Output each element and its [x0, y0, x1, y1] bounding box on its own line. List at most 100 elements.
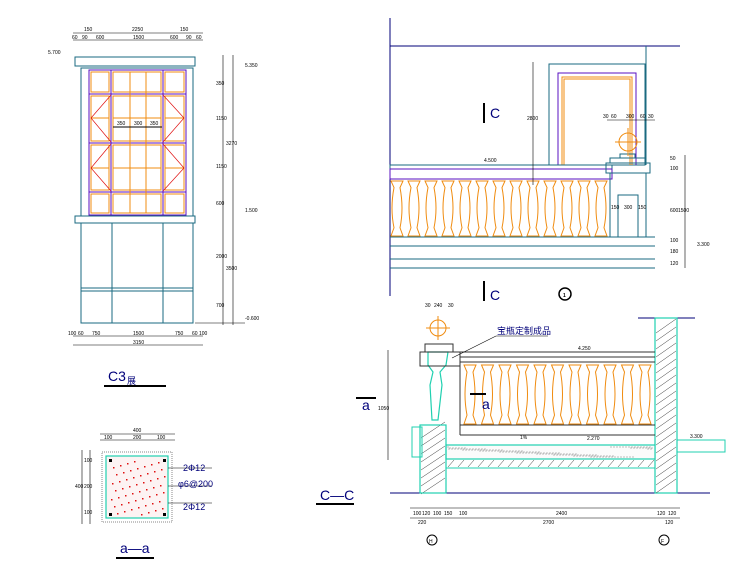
- aggregate-dot: [117, 513, 119, 515]
- aggregate-dot: [118, 497, 120, 499]
- concrete-dot: [637, 446, 639, 448]
- concrete-dot: [545, 453, 547, 455]
- concrete-dot: [486, 449, 488, 451]
- dim: 1500: [133, 35, 144, 41]
- hatch-line: [420, 469, 446, 487]
- hatch-line: [655, 430, 677, 446]
- dim: 100: [199, 331, 208, 337]
- dim: 300: [626, 114, 635, 120]
- concrete-dot: [596, 456, 598, 458]
- concrete-dot: [514, 451, 516, 453]
- dim: 2000: [216, 254, 227, 260]
- concrete-dot: [585, 455, 587, 457]
- concrete-dot: [592, 454, 594, 456]
- concrete-dot: [509, 450, 511, 452]
- level-mark: 2.270: [587, 436, 600, 442]
- concrete-dot: [571, 454, 573, 456]
- axis-bubble: [658, 534, 670, 546]
- title-underline: [116, 557, 154, 559]
- hatch-line: [637, 459, 645, 468]
- hatch-line: [517, 459, 525, 468]
- aggregate-dot: [159, 501, 161, 503]
- hatch-line: [655, 334, 677, 350]
- concrete-dot: [648, 447, 650, 449]
- concrete-dot: [519, 452, 521, 454]
- callout-label: 宝瓶定制成品: [497, 325, 551, 336]
- concrete-dot: [512, 450, 514, 452]
- concrete-dot: [499, 451, 501, 453]
- baluster: [620, 364, 635, 425]
- rebar-top-label: 2Φ12: [183, 463, 205, 473]
- concrete-dot: [639, 447, 641, 449]
- dim: 600: [670, 208, 679, 214]
- aggregate-dot: [126, 479, 128, 481]
- aggregate-dot: [113, 467, 115, 469]
- level-mark: 4.250: [578, 346, 591, 352]
- concrete-dot: [516, 452, 518, 454]
- baluster: [594, 180, 608, 237]
- concrete-dot: [580, 454, 582, 456]
- concrete-dot: [629, 456, 631, 458]
- dim: 2700: [543, 520, 554, 526]
- dim: 1500: [133, 331, 144, 337]
- concrete-dot: [497, 450, 499, 452]
- concrete-dot: [492, 449, 494, 451]
- concrete-dot: [491, 450, 493, 452]
- dim: 750: [92, 331, 101, 337]
- concrete-dot: [565, 454, 567, 456]
- baluster: [458, 180, 472, 237]
- aggregate-dot: [134, 461, 136, 463]
- hatch-line: [655, 374, 677, 390]
- aggregate-dot: [132, 493, 134, 495]
- concrete-dot: [549, 452, 551, 454]
- concrete-dot: [613, 446, 615, 448]
- hatch-line: [420, 445, 446, 463]
- concrete-dot: [488, 450, 490, 452]
- concrete-dot: [591, 455, 593, 457]
- concrete-dot: [475, 448, 477, 450]
- concrete-dot: [614, 456, 616, 458]
- concrete-dot: [645, 447, 647, 449]
- concrete-dot: [555, 452, 557, 454]
- aggregate-dot: [147, 473, 149, 475]
- concrete-dot: [537, 452, 539, 454]
- concrete-dot: [643, 446, 645, 448]
- hatch-line: [447, 459, 455, 468]
- concrete-dot: [505, 451, 507, 453]
- aggregate-dot: [154, 471, 156, 473]
- concrete-dot: [465, 449, 467, 451]
- concrete-dot: [620, 456, 622, 458]
- concrete-dot: [461, 447, 463, 449]
- sill-cornice: [74, 215, 196, 224]
- hatch-line: [420, 477, 446, 495]
- concrete-dot: [651, 447, 653, 449]
- concrete-dot: [454, 448, 456, 450]
- hatch-line: [655, 398, 677, 414]
- concrete-dot: [612, 455, 614, 457]
- dim: 3150: [133, 340, 144, 346]
- baluster: [475, 180, 489, 237]
- title-underline: [316, 503, 354, 505]
- aggregate-dot: [114, 506, 116, 508]
- hatch-line: [655, 350, 677, 366]
- level-mark: -0.600: [245, 316, 259, 322]
- concrete-dot: [542, 453, 544, 455]
- aggregate-dot: [135, 500, 137, 502]
- cut-label: C: [490, 287, 500, 303]
- concrete-dot: [543, 452, 545, 454]
- concrete-dot: [576, 455, 578, 457]
- cut-label: C: [490, 105, 500, 121]
- section-aa-title: a—a: [120, 540, 150, 556]
- dim: 100: [433, 511, 442, 517]
- aggregate-dot: [121, 504, 123, 506]
- aggregate-dot: [144, 466, 146, 468]
- railing-elevation-labels: C C 1 4.500 3.300 2800 30 60 300 60 30 1…: [484, 105, 710, 303]
- concrete-dot: [508, 451, 510, 453]
- dim: 100: [84, 510, 93, 516]
- dim: 1050: [378, 406, 389, 412]
- concrete-dot: [566, 453, 568, 455]
- concrete-dot: [619, 446, 621, 448]
- aggregate-dot: [163, 492, 165, 494]
- concrete-dot: [552, 452, 554, 454]
